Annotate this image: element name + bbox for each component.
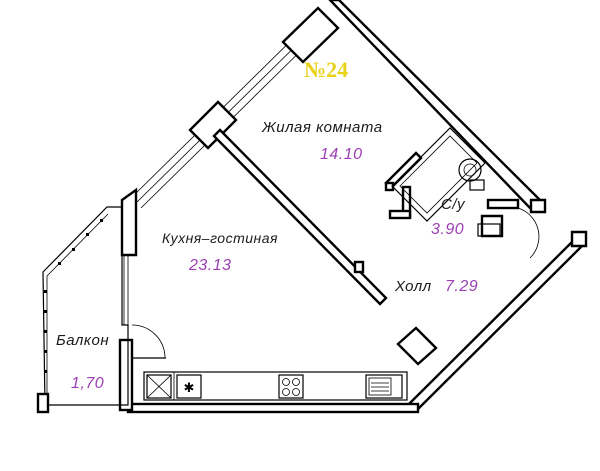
washbasin-icon [477,223,501,237]
svg-text:✱: ✱ [184,381,195,396]
wall-entrance-jamb [570,230,588,248]
wall-right-return [529,198,547,214]
wall-entrance-diagonal [408,234,587,412]
bathroom-fixtures [391,127,540,259]
room-area-kitchen-living: 23.13 [188,257,232,274]
balcony [36,206,166,414]
interior-walls [212,128,520,366]
fridge-icon [146,374,172,399]
room-label-balcony: Балкон [56,332,109,349]
wall-bottom [126,402,420,414]
room-label-kitchen-living: Кухня–гостиная [162,230,278,246]
room-area-living-room: 14.10 [320,146,363,163]
apartment-number: №24 [304,57,348,82]
wall-pier-mid [188,100,238,150]
kitchen-counter: ✱ [143,371,408,401]
outer-walls [118,0,588,414]
labels: №24 Жилая комната 14.10 Кухня–гостиная 2… [56,57,478,392]
room-area-bathroom: 3.90 [431,221,464,238]
fan-icon: ✱ [176,374,202,399]
room-label-bathroom: С/у [441,196,466,213]
balcony-door-swing [131,324,166,359]
wall-balcony-partition-low [118,338,134,412]
room-area-hall: 7.29 [445,278,478,295]
stove-icon [278,374,304,399]
balcony-railing [44,219,103,373]
bathroom-door-swing [517,207,540,259]
wall-pier-top [281,6,340,64]
room-area-balcony: 1,70 [71,375,104,392]
sink-icon [365,374,403,399]
bathtub-icon [391,127,486,222]
toilet-icon [458,158,485,191]
room-label-living-room: Жилая комната [261,119,383,136]
room-label-hall: Холл [394,278,432,295]
hall-niche [396,326,438,366]
wall-right-diagonal [328,0,542,211]
wall-balcony-partition-top [120,187,138,257]
